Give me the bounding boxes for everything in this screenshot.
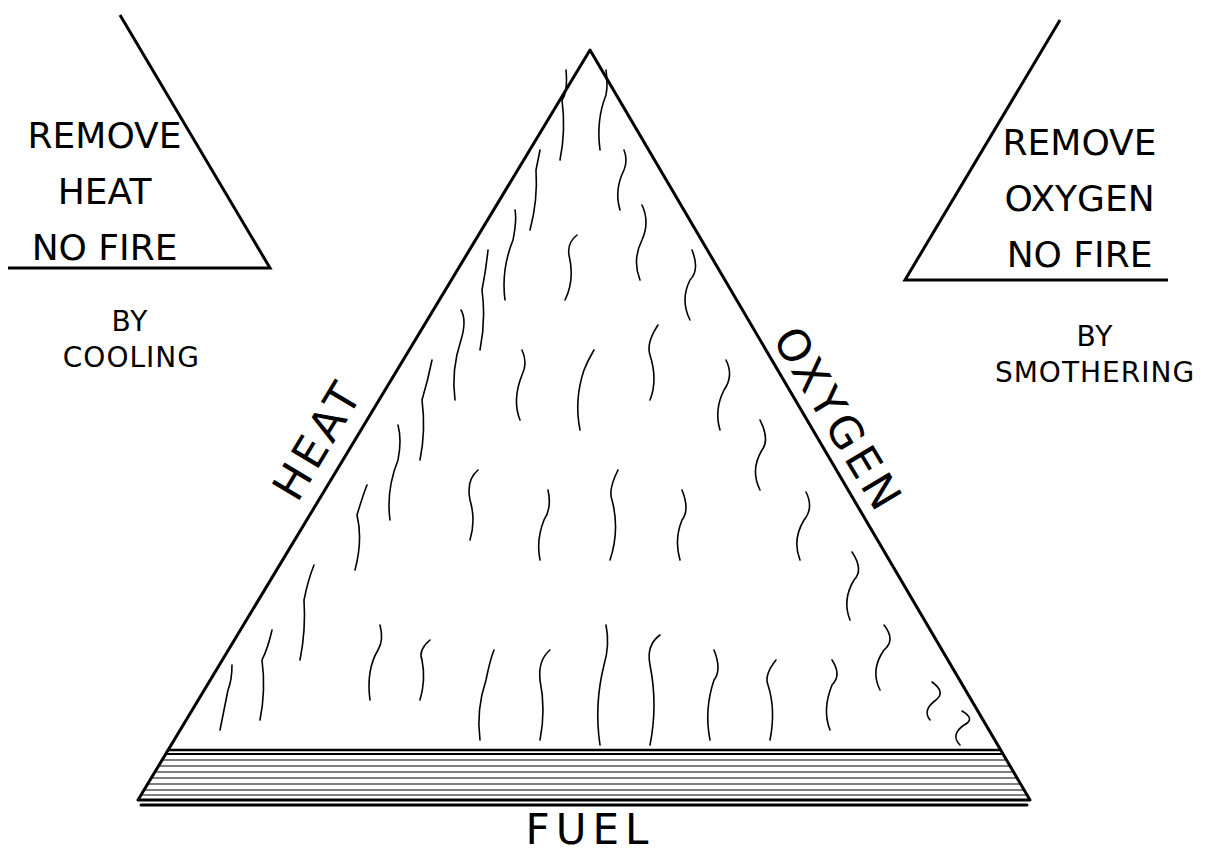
note-text: REMOVE HEAT NO FIRE [25, 108, 184, 276]
side-label: FUEL [464, 806, 716, 854]
triangle-note: REMOVE HEAT NO FIRE [5, 10, 275, 275]
triangle-note: REMOVE OXYGEN NO FIRE [900, 15, 1200, 285]
side-label: BY SMOTHERING [994, 319, 1196, 391]
side-label: BY COOLING [63, 304, 197, 376]
side-label: HEAT [240, 333, 396, 547]
note-text: REMOVE OXYGEN NO FIRE [1000, 115, 1159, 283]
